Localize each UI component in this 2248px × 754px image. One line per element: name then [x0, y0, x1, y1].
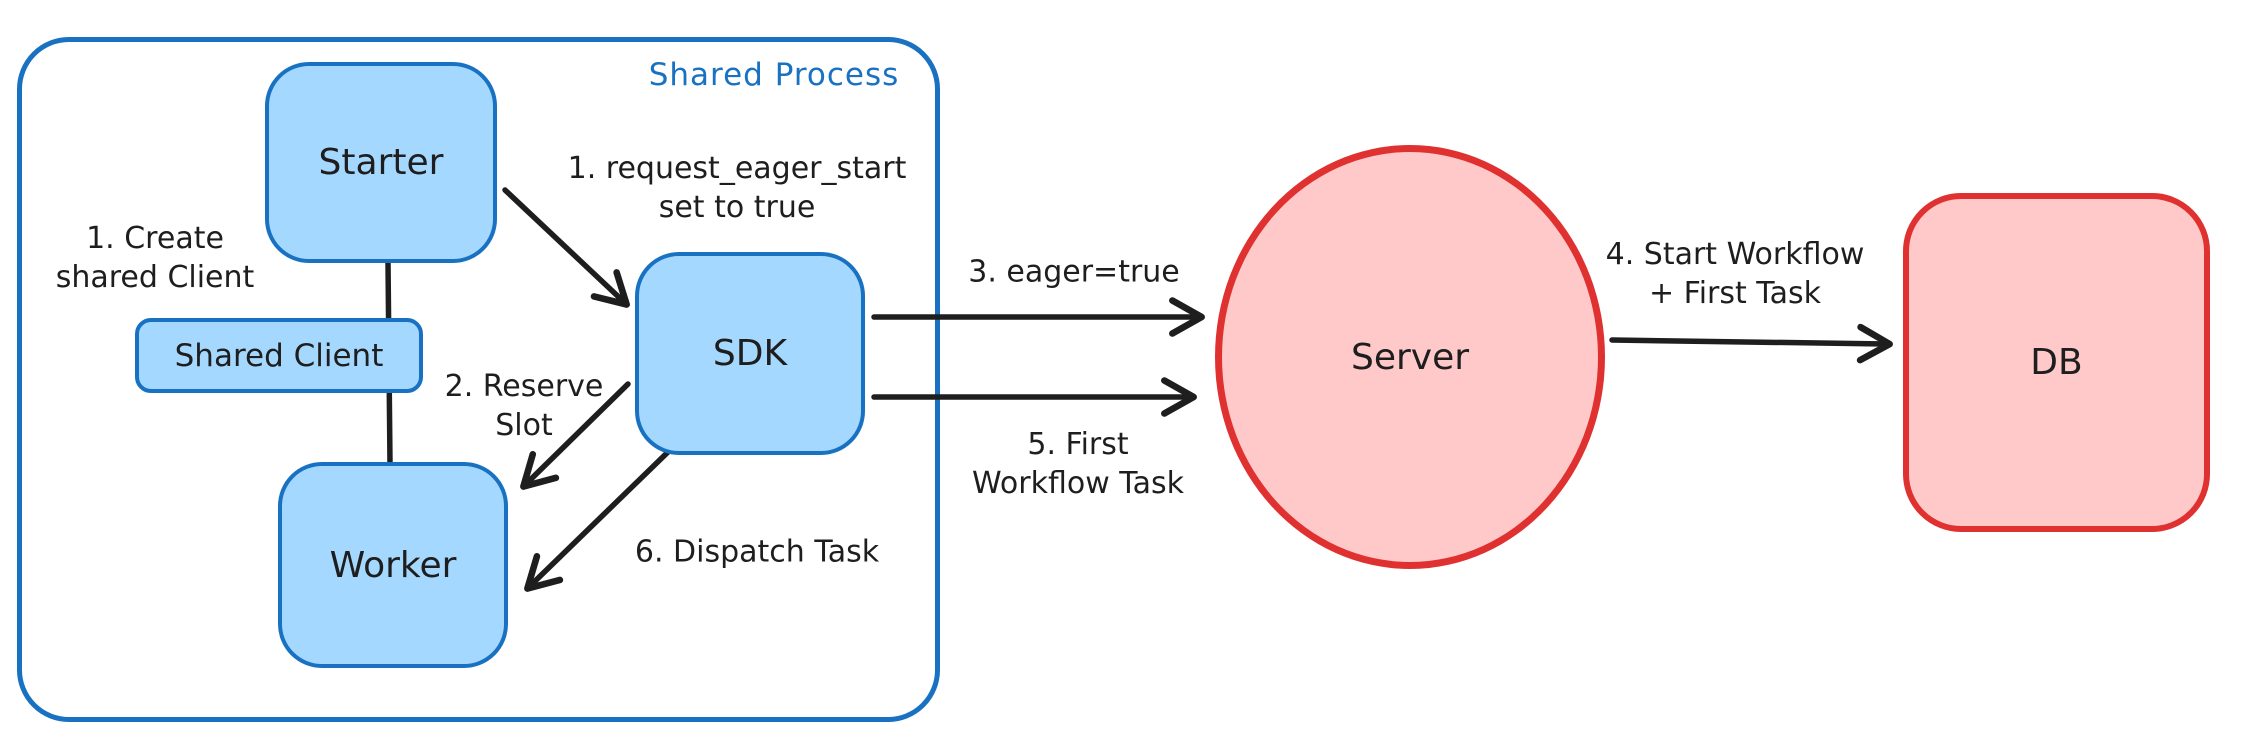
node-sdk-label: SDK [712, 333, 788, 374]
edge-label-eager-true: 3. eager=true [968, 254, 1180, 290]
arrow-starter-sdk [502, 187, 630, 308]
edge-label-dispatch-task: 6. Dispatch Task [634, 534, 880, 570]
edge-label-first-workflow-task: 5. First Workflow Task [971, 427, 1185, 501]
edge-label-create-shared-client: 1. Create shared Client [55, 221, 255, 295]
node-worker: Worker [278, 462, 508, 668]
shared-process-label: Shared Process [648, 57, 900, 93]
edge-label-start-workflow-first-task: 4. Start Workflow + First Task [1605, 237, 1865, 311]
node-sdk: SDK [635, 252, 865, 455]
arrow-sdk-worker-dispatch-task [524, 449, 671, 592]
arrow-sdk-worker-reserve-slot [520, 381, 631, 490]
node-worker-label: Worker [329, 544, 457, 586]
node-starter-label: Starter [318, 142, 444, 183]
node-server-label: Server [1350, 336, 1470, 378]
edge-label-request-eager-start: 1. request_eager_start set to true [567, 151, 907, 225]
edge-label-reserve-slot: 2. Reserve Slot [444, 369, 604, 443]
node-db: DB [1903, 193, 2210, 532]
node-db-label: DB [2030, 342, 2083, 383]
node-starter: Starter [265, 62, 497, 263]
node-server: Server [1215, 145, 1605, 569]
shared-process-group [17, 37, 940, 722]
node-shared-client-label: Shared Client [174, 337, 384, 374]
node-shared-client: Shared Client [135, 318, 423, 393]
arrow-server-db [1609, 323, 1893, 364]
